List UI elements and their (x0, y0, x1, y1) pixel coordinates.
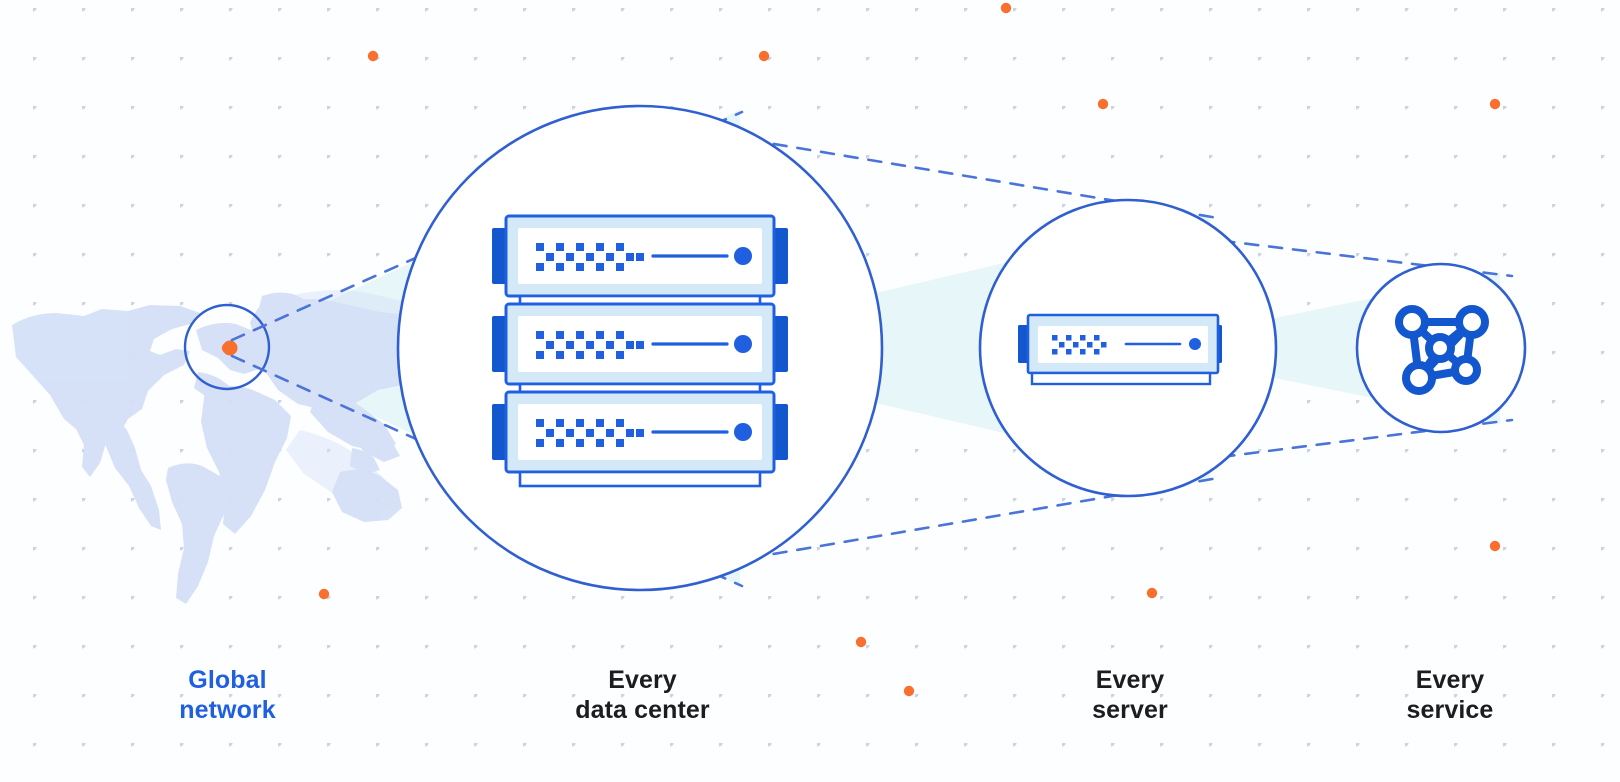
highlight-dot (367, 50, 379, 62)
mesh-node (1455, 305, 1489, 339)
highlight-dot (1489, 98, 1501, 110)
highlight-dot (1146, 587, 1158, 599)
highlight-dot (1000, 2, 1012, 14)
highlight-dot (903, 685, 915, 697)
highlight-dot (221, 342, 233, 354)
stage-label-service: Every service (1406, 666, 1494, 724)
status-led (734, 247, 752, 265)
server-rack-icon (492, 214, 788, 488)
highlight-dots (221, 2, 1501, 697)
network-mesh-nodes (1395, 305, 1489, 395)
mesh-node (1451, 355, 1481, 385)
stage-label-data-center: Every data center (575, 666, 710, 724)
world-map-icon (12, 290, 500, 604)
mesh-node (1395, 305, 1429, 339)
vent-dots (1052, 335, 1107, 355)
status-led (734, 335, 752, 353)
vent-dots (536, 331, 644, 359)
map-focus-circle (183, 303, 271, 391)
status-led (734, 423, 752, 441)
highlight-dot (1489, 540, 1501, 552)
server-unit (492, 214, 788, 298)
vent-dots (536, 419, 644, 447)
server-base-bar (1030, 371, 1212, 386)
stage-label-global-network: Global network (179, 666, 276, 724)
mesh-node (1425, 333, 1455, 363)
server-unit (492, 390, 788, 474)
single-server-icon (1018, 313, 1222, 386)
status-led (1189, 338, 1201, 350)
highlight-dot (758, 50, 770, 62)
highlight-dot (318, 588, 330, 600)
mesh-node (1402, 361, 1436, 395)
highlight-dot (855, 636, 867, 648)
server-unit (492, 302, 788, 386)
rack-base-bar (518, 470, 762, 488)
highlight-dot (1097, 98, 1109, 110)
vent-dots (536, 243, 644, 271)
stage-label-server: Every server (1092, 666, 1168, 724)
